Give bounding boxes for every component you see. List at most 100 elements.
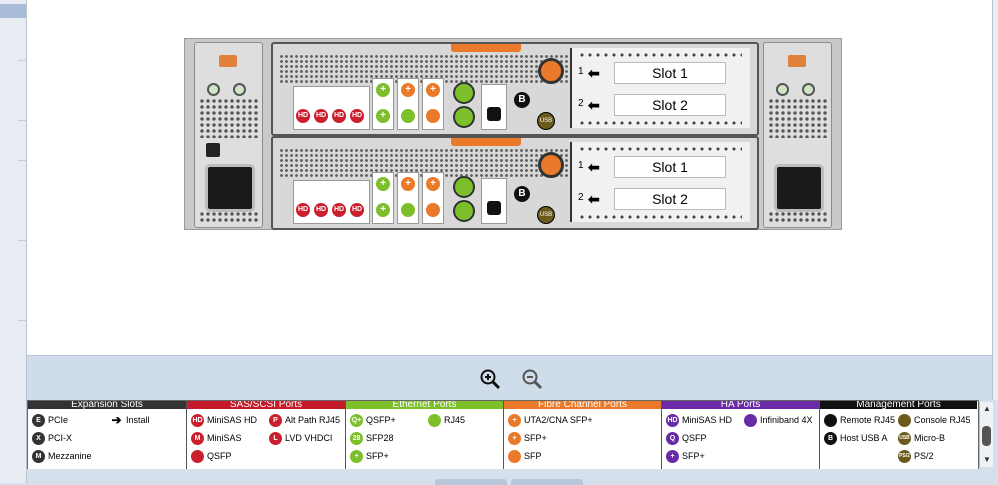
vent-dots: [578, 214, 742, 220]
sfp-plus-port[interactable]: +: [376, 177, 390, 191]
scroll-up-icon[interactable]: ▲: [983, 404, 991, 413]
minisas-hd-port[interactable]: HD: [296, 203, 310, 217]
bottom-tab[interactable]: [435, 479, 507, 485]
legend-item: +UTA2/CNA SFP+: [508, 413, 593, 428]
legend-label: UTA2/CNA SFP+: [524, 415, 593, 425]
controller-release-icon[interactable]: [538, 58, 564, 84]
psu-handle: [219, 55, 237, 67]
uta2-port[interactable]: +: [426, 177, 440, 191]
slot-number: 1: [578, 160, 584, 171]
minisas-hd-port[interactable]: HD: [296, 109, 310, 123]
power-switch-icon: [206, 143, 220, 157]
legend-header: HA Ports: [662, 401, 819, 409]
sfp28-icon: 28: [350, 432, 363, 446]
vent-dots: [578, 120, 742, 126]
remote-rj45-icon: [824, 414, 837, 428]
legend-label: SFP+: [524, 433, 547, 443]
ha-minisas-hd-icon: HD: [666, 414, 679, 428]
uta2-port[interactable]: +: [426, 83, 440, 97]
controller-b[interactable]: HD HD HD HD + + + + B USB: [271, 136, 759, 230]
rj45-port[interactable]: [453, 82, 475, 104]
power-supply-right[interactable]: [763, 42, 832, 228]
legend-header: Management Ports: [820, 401, 977, 409]
legend-label: PS/2: [914, 451, 934, 461]
uta2-port[interactable]: +: [401, 177, 415, 191]
remote-rj45-port[interactable]: [487, 201, 501, 215]
uta2-port[interactable]: [426, 109, 440, 123]
left-panel-divider: [18, 60, 26, 61]
zoom-out-icon[interactable]: [521, 368, 543, 390]
minisas-icon: M: [191, 432, 204, 446]
left-panel-divider: [18, 240, 26, 241]
rj45-port[interactable]: [453, 106, 475, 128]
minisas-hd-port[interactable]: HD: [332, 109, 346, 123]
sfp-plus-port[interactable]: +: [376, 83, 390, 97]
legend-header: SAS/SCSI Ports: [187, 401, 345, 409]
legend-label: Infiniband 4X: [760, 415, 813, 425]
rj45-port[interactable]: [453, 200, 475, 222]
legend-label: SFP28: [366, 433, 394, 443]
minisas-hd-port[interactable]: HD: [314, 203, 328, 217]
micro-b-usb-port[interactable]: USB: [537, 112, 555, 130]
sfp-plus-port[interactable]: [401, 203, 415, 217]
controller-release-icon[interactable]: [538, 152, 564, 178]
host-usb-a-port[interactable]: B: [514, 186, 530, 202]
scroll-thumb[interactable]: [982, 426, 991, 446]
sfp-plus-port[interactable]: +: [376, 109, 390, 123]
console-rj45-icon: [898, 414, 911, 428]
expansion-slot-row[interactable]: 2 ⬅ Slot 2: [578, 188, 746, 210]
legend-label: SFP+: [366, 451, 389, 461]
bottom-tab[interactable]: [511, 479, 583, 485]
controller-a[interactable]: HD HD HD HD + + + + B USB: [271, 42, 759, 136]
host-usb-a-icon: B: [824, 432, 837, 446]
slot-label: Slot 2: [614, 188, 726, 210]
pcie-icon: E: [32, 414, 45, 428]
minisas-hd-port[interactable]: HD: [332, 203, 346, 217]
ethernet-port-column: +: [422, 78, 444, 130]
remote-rj45-port[interactable]: [487, 107, 501, 121]
sfp-plus-icon: +: [350, 450, 363, 464]
expansion-slot-row[interactable]: 2 ⬅ Slot 2: [578, 94, 746, 116]
minisas-hd-port[interactable]: HD: [350, 203, 364, 217]
micro-b-usb-port[interactable]: USB: [537, 206, 555, 224]
legend-label: Host USB A: [840, 433, 888, 443]
slot-label: Slot 1: [614, 62, 726, 84]
legend-label: Install: [126, 415, 150, 425]
controller-handle: [451, 138, 521, 146]
sfp-plus-port[interactable]: [401, 109, 415, 123]
fc-sfp-icon: [508, 450, 521, 464]
expansion-slot-row[interactable]: 1 ⬅ Slot 1: [578, 62, 746, 84]
legend-label: SFP+: [682, 451, 705, 461]
rj45-port[interactable]: [453, 176, 475, 198]
expansion-slot-panel: 1 ⬅ Slot 1 2 ⬅ Slot 2: [570, 48, 750, 128]
ethernet-port-column: + +: [372, 78, 394, 130]
lvd-vhdci-icon: L: [269, 432, 282, 446]
slot-number: 1: [578, 66, 584, 77]
psu-led-icon: [776, 83, 789, 96]
micro-b-icon: USB: [898, 432, 911, 446]
sfp-plus-port[interactable]: +: [376, 203, 390, 217]
qsfp-icon: [191, 450, 204, 464]
uta2-port[interactable]: +: [401, 83, 415, 97]
legend-label: Mezzanine: [48, 451, 92, 461]
left-panel-selected-row[interactable]: [0, 4, 26, 18]
minisas-hd-port[interactable]: HD: [314, 109, 328, 123]
legend-label: LVD VHDCI: [285, 433, 333, 443]
legend-item: +SFP+: [666, 449, 705, 464]
qsfp-plus-icon: Q+: [350, 414, 363, 428]
uta2-port[interactable]: [426, 203, 440, 217]
host-usb-a-port[interactable]: B: [514, 92, 530, 108]
power-supply-left[interactable]: [194, 42, 263, 228]
psu-handle: [788, 55, 806, 67]
legend-item: ➔Install: [110, 413, 150, 427]
minisas-hd-port[interactable]: HD: [350, 109, 364, 123]
zoom-in-icon[interactable]: [479, 368, 501, 390]
scroll-down-icon[interactable]: ▼: [983, 455, 991, 464]
left-panel-divider: [18, 320, 26, 321]
expansion-slot-row[interactable]: 1 ⬅ Slot 1: [578, 156, 746, 178]
zoom-toolbar: [27, 355, 992, 401]
legend-scrollbar[interactable]: ▲ ▼: [979, 402, 993, 467]
